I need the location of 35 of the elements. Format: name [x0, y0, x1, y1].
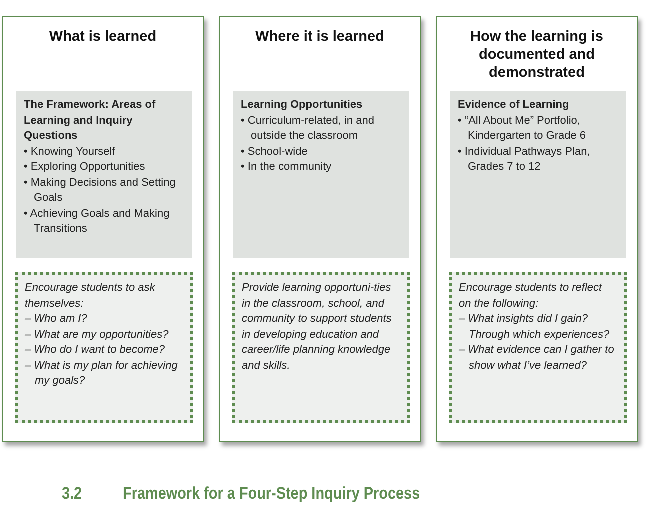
column-panel [219, 16, 421, 442]
question-item: – What is my plan for achieving my goals? [25, 358, 179, 389]
info-panel [16, 91, 192, 258]
section-number: 3.2 [62, 484, 82, 504]
question-item: – What insights did I gain? Through which experiences? [459, 312, 611, 342]
bullet-item: • “All About Me” Portfolio, Kindergarten to Grade 6 [458, 114, 588, 144]
bullet-item: • School-wide [241, 144, 309, 160]
bullet-item: • Knowing Yourself [24, 144, 116, 160]
prompt-text: Encourage students to reflect on the following: [459, 281, 604, 312]
column-panel [2, 16, 204, 442]
prompt-panel [15, 272, 193, 423]
bullet-item: • Exploring Opportunities [24, 160, 146, 175]
prompt-text: Encourage students to ask themselves: [25, 281, 156, 312]
bullet-item: • Individual Pathways Plan, Grades 7 to 12 [458, 144, 592, 175]
column-heading: What is learned [48, 28, 158, 46]
question-item: – What are my opportunities? [25, 328, 170, 342]
column-panel [436, 16, 638, 442]
section-heading: Framework for a Four-Step Inquiry Process [123, 484, 420, 504]
column-heading: How the learning is documented and demonstrated [470, 28, 604, 82]
question-item: – What evidence can I gather to show what I’ve learned? [459, 343, 616, 374]
column-heading: Where it is learned [254, 28, 386, 46]
bullet-item: • In the community [241, 160, 333, 175]
prompt-panel [232, 272, 410, 423]
info-panel [233, 91, 409, 258]
info-panel [450, 91, 626, 258]
bullet-item: • Curriculum-related, in and outside the classroom [241, 114, 376, 144]
question-item: – Who am I? [25, 312, 88, 327]
panel-heading: The Framework: Areas of Learning and Inquiry Questions [24, 98, 157, 144]
prompt-text: Provide learning opportuni-ties in the classroom, school, and community to support students in developing education and career/life planning knowledge and skills. [242, 281, 393, 374]
panel-heading: Learning Opportunities [241, 98, 364, 113]
prompt-panel [449, 272, 627, 423]
question-item: – Who do I want to become? [25, 343, 166, 358]
bullet-item: • Making Decisions and Setting Goals [24, 176, 177, 206]
bullet-item: • Achieving Goals and Making Transitions [24, 206, 171, 237]
panel-heading: Evidence of Learning [458, 98, 570, 113]
